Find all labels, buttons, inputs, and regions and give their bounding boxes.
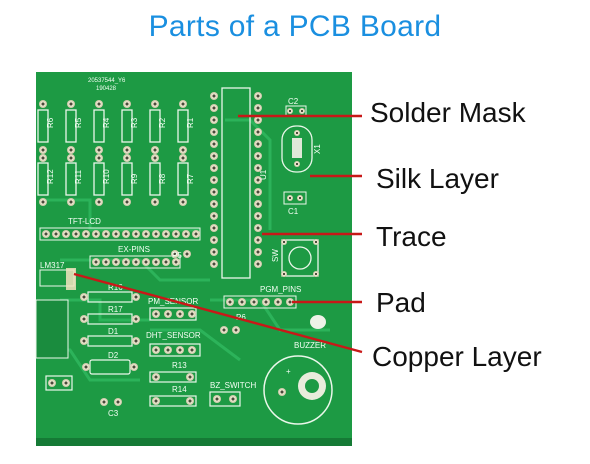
resistor-row-top [37, 109, 189, 143]
silk-r1: R1 [186, 117, 195, 128]
crystal-x1 [281, 125, 313, 173]
silk-d1: D1 [108, 327, 119, 336]
silk-r5: R5 [74, 117, 83, 128]
ic-u1 [210, 87, 262, 279]
silk-sw: SW [271, 249, 280, 262]
silk-r2: R2 [158, 117, 167, 128]
pgm-pins-header [223, 295, 297, 309]
silk-buzzer: BUZZER [294, 341, 326, 350]
silk-c2: C2 [288, 97, 299, 106]
capacitor-c1 [283, 191, 307, 205]
silk-r10: R10 [102, 169, 111, 184]
silk-d2: D2 [108, 351, 119, 360]
silk-r6: R6 [46, 117, 55, 128]
board-lower-edge [36, 438, 352, 446]
mounting-hole [310, 315, 326, 329]
leader-copper-layer [73, 272, 363, 354]
label-silk-layer: Silk Layer [376, 163, 499, 194]
silk-serial-1: 20537544_Y6 [88, 78, 126, 84]
left-component-pads [48, 250, 240, 406]
silk-p6: P6 [236, 313, 246, 322]
svg-text:+: + [286, 367, 291, 376]
silk-r14: R14 [172, 385, 187, 394]
silk-r9: R9 [130, 173, 139, 184]
buzzer: + [263, 355, 333, 425]
resistor-pads [39, 100, 187, 206]
label-trace: Trace [376, 221, 447, 252]
lm317-regulator [35, 268, 76, 359]
silk-r16: R16 [108, 283, 123, 292]
silk-tft-lcd: TFT-LCD [68, 217, 101, 226]
silk-r7: R7 [186, 173, 195, 184]
page-title: Parts of a PCB Board [148, 10, 442, 43]
silk-c3: C3 [108, 409, 119, 418]
silk-ex-pins: EX-PINS [118, 245, 150, 254]
silk-r13: R13 [172, 361, 187, 370]
silk-bz-switch: BZ_SWITCH [210, 381, 256, 390]
silk-r3: R3 [130, 117, 139, 128]
silk-u1: U1 [259, 169, 268, 180]
silk-pgm-pins: PGM_PINS [260, 285, 301, 294]
silk-r12: R12 [46, 169, 55, 184]
tft-lcd-header [39, 227, 201, 241]
silk-r8: R8 [158, 173, 167, 184]
silk-r11: R11 [74, 169, 83, 184]
silk-p5: P5 [172, 251, 182, 260]
silk-lm317: LM317 [40, 261, 65, 270]
silkscreen-text: 20537544_Y6 190428 R6 R5 R4 R3 R2 R1 R12… [40, 78, 326, 418]
ex-pins-header [89, 255, 181, 269]
leader-lines [73, 114, 363, 354]
silk-r4: R4 [102, 117, 111, 128]
switch-sw [281, 239, 319, 277]
silk-x1: X1 [313, 144, 322, 154]
silk-r17: R17 [108, 305, 123, 314]
silk-c1: C1 [288, 207, 299, 216]
label-copper-layer: Copper Layer [372, 341, 542, 372]
label-solder-mask: Solder Mask [370, 97, 527, 128]
silk-dht-sensor: DHT_SENSOR [146, 331, 201, 340]
silk-serial-2: 190428 [96, 86, 117, 92]
label-pad: Pad [376, 287, 426, 318]
resistor-row-middle [37, 162, 189, 196]
